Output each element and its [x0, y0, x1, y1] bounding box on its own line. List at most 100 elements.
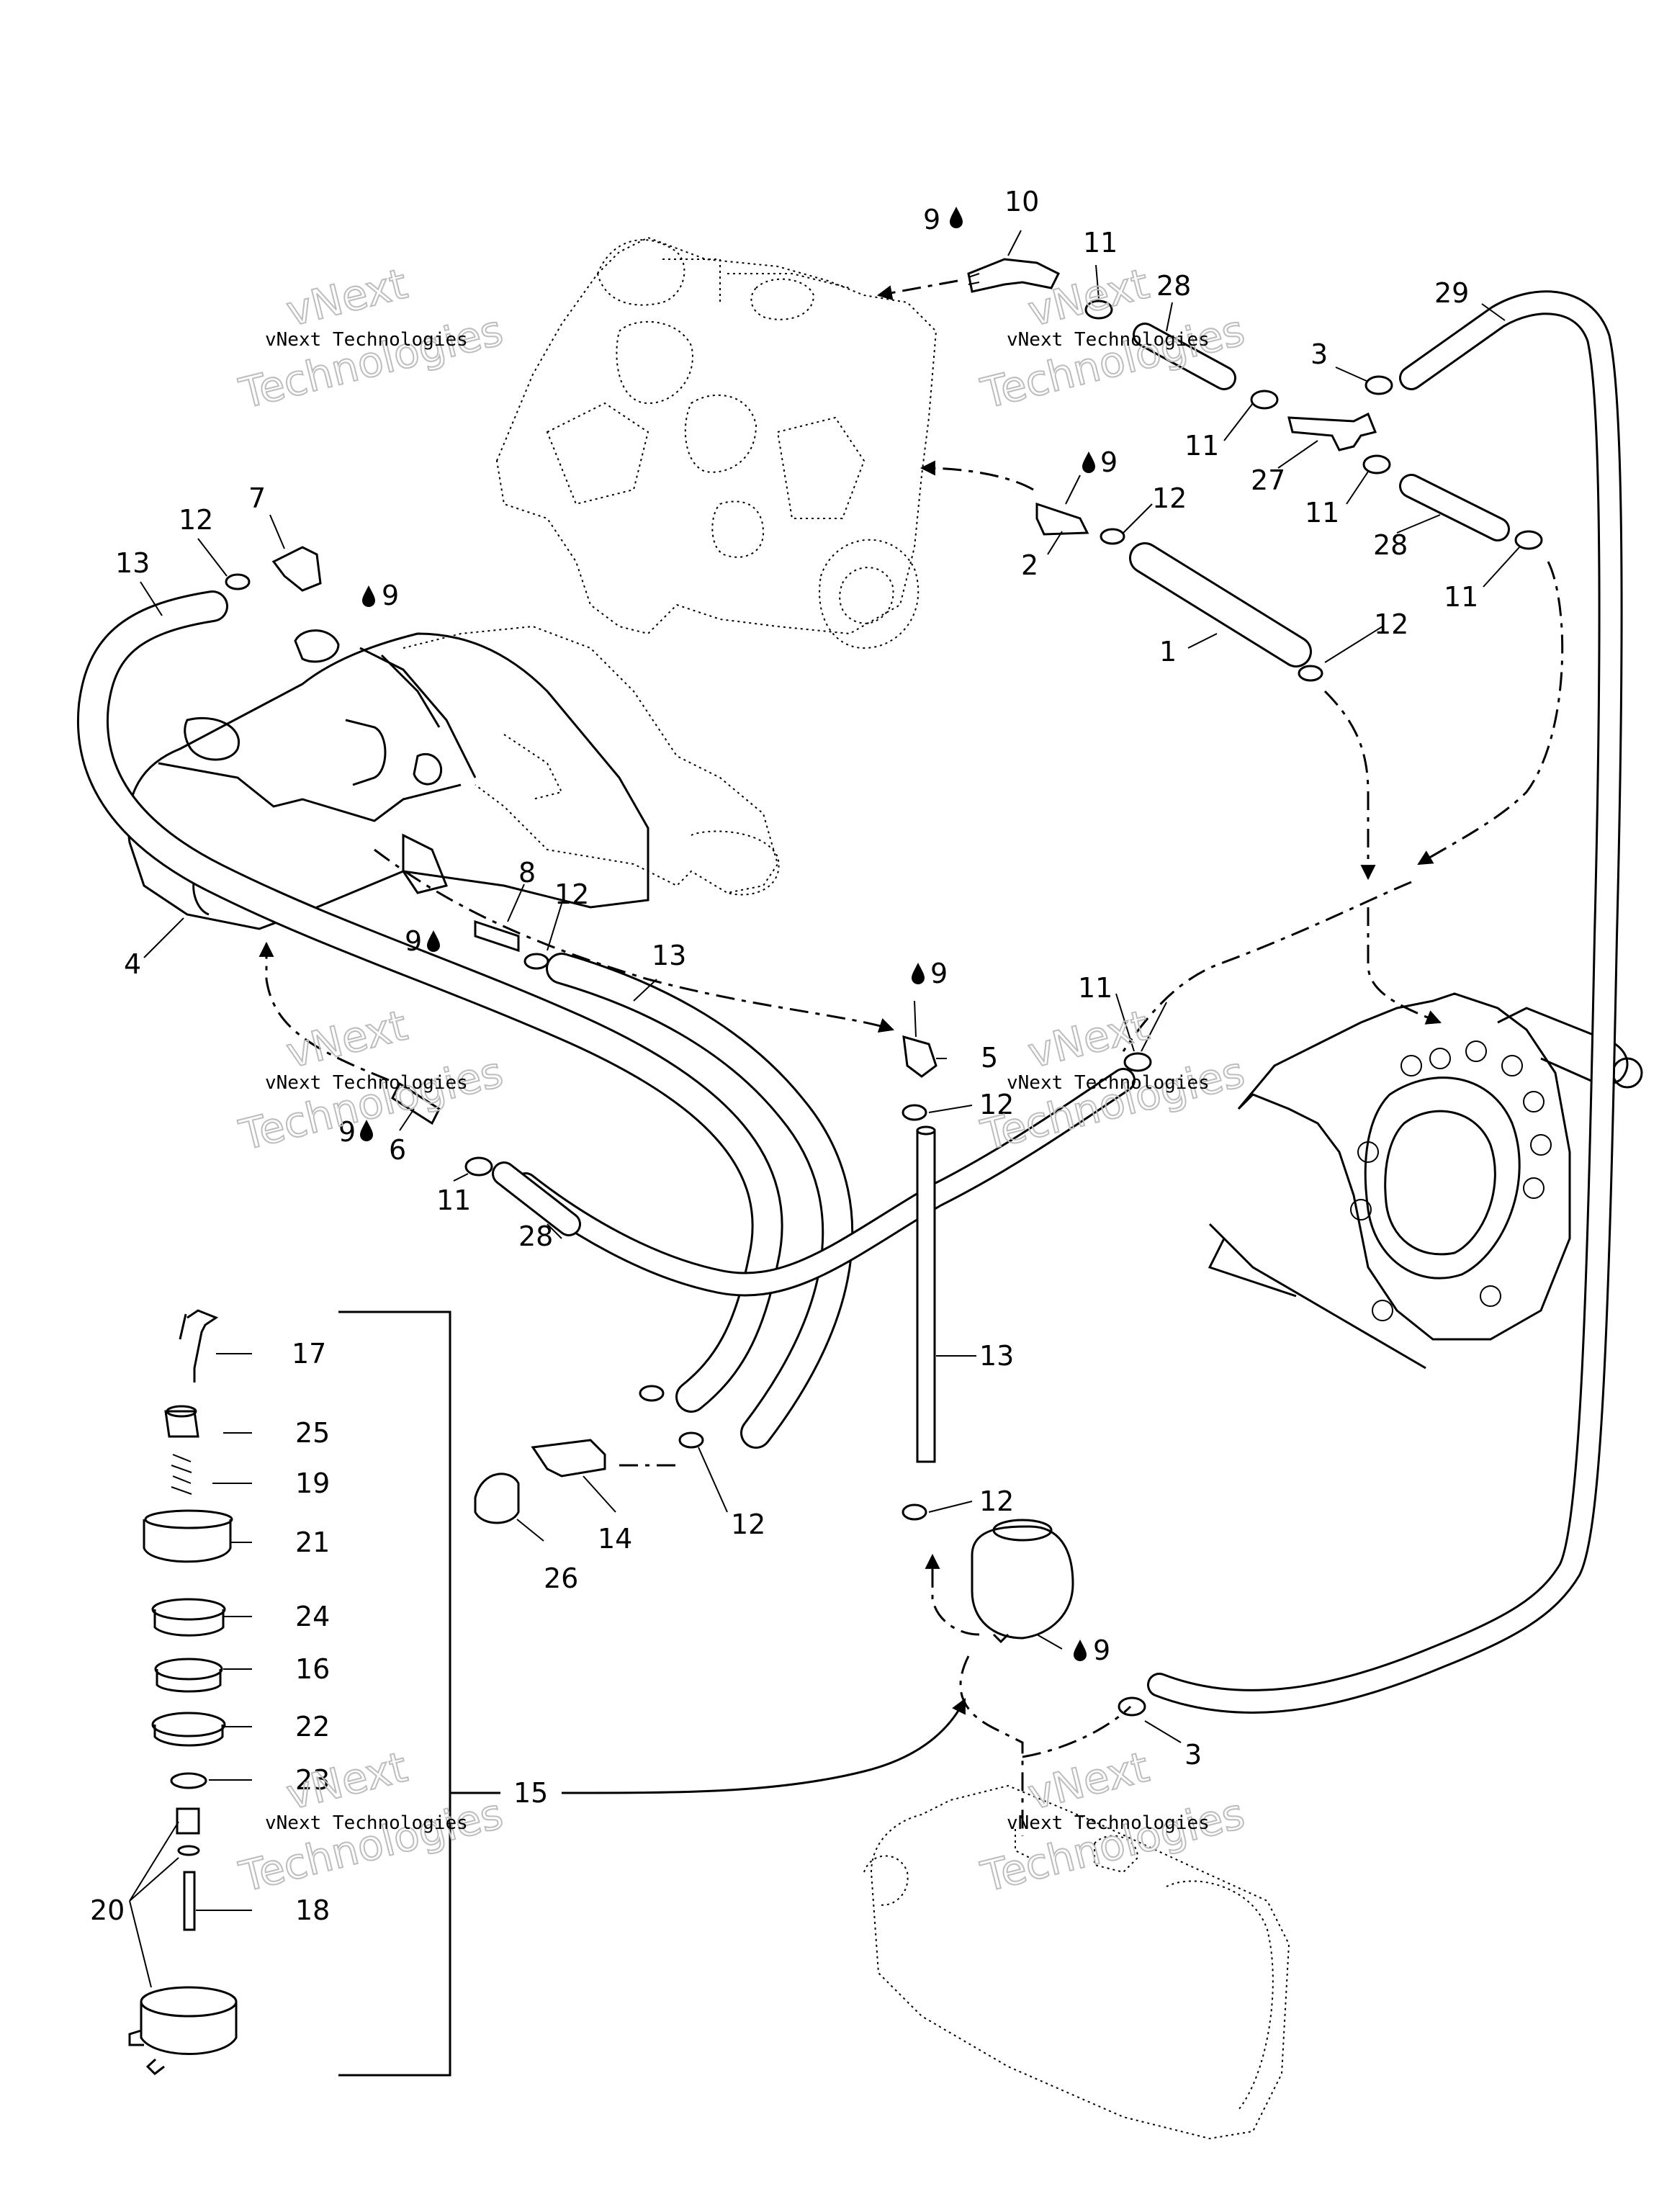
callout-18: 18	[295, 1894, 330, 1926]
watermark: vNext Technologies	[976, 1000, 1250, 1161]
callout-9f: 9	[338, 1116, 356, 1148]
fitting-7-elbow	[271, 546, 322, 592]
watermark-text: vNext Technologies	[265, 1072, 468, 1094]
callout-14: 14	[598, 1523, 632, 1555]
callout-9a: 9	[923, 204, 940, 235]
callout-25: 25	[295, 1417, 330, 1449]
watermark-brand: vNext	[282, 259, 412, 336]
watermark-brand: vNext	[282, 1743, 412, 1820]
flow-lines	[258, 279, 1564, 1836]
oil-drop-icon	[950, 207, 963, 228]
callout-24: 24	[295, 1601, 330, 1632]
callout-29: 29	[1434, 277, 1469, 309]
oil-drop-icon	[427, 930, 440, 952]
watermark-text: vNext Technologies	[1007, 329, 1210, 351]
callout-15: 15	[513, 1777, 548, 1809]
callout-7: 7	[248, 482, 266, 514]
callout-12g: 12	[979, 1485, 1014, 1517]
watermark-text: vNext Technologies	[1007, 1812, 1210, 1834]
fitting-27-tee	[1287, 412, 1377, 451]
hose-13-long	[77, 590, 783, 1413]
cap-26	[474, 1473, 520, 1524]
callout-12f: 12	[731, 1509, 765, 1540]
oil-drop-icon	[1074, 1640, 1087, 1661]
callout-6: 6	[389, 1134, 406, 1166]
callout-13a: 13	[115, 547, 150, 579]
callout-11a: 11	[1083, 227, 1118, 258]
hose-1	[1129, 542, 1312, 667]
watermark-company: Technologies	[976, 1789, 1249, 1901]
oil-drop-icon	[1082, 451, 1095, 473]
callout-3a: 3	[1310, 338, 1328, 370]
callout-9e: 9	[930, 958, 948, 989]
callout-20: 20	[90, 1894, 125, 1926]
watermark-company: Technologies	[976, 1047, 1249, 1159]
callout-2: 2	[1021, 549, 1038, 581]
watermark-brand: vNext	[1023, 259, 1154, 336]
callout-4: 4	[124, 948, 141, 980]
fitting-8	[474, 920, 520, 953]
callout-16: 16	[295, 1653, 330, 1685]
callout-9c: 9	[382, 580, 399, 611]
callout-1: 1	[1159, 636, 1177, 667]
callout-12d: 12	[554, 878, 589, 910]
bracket-15	[338, 1310, 500, 2077]
watermark-company: Technologies	[235, 1789, 508, 1901]
jet-pump-adapter	[1208, 992, 1643, 1370]
callout-labels: 10 9 11 28 29 3 11 27 11 28 11 9 12 2 1 …	[90, 186, 1478, 1926]
callout-27: 27	[1251, 464, 1285, 496]
water-box-muffler	[863, 1784, 1290, 2140]
hose-13-vertical	[916, 1125, 936, 1463]
callout-12e: 12	[979, 1089, 1014, 1120]
hose-28-right	[1399, 474, 1510, 541]
fitting-5-elbow	[902, 1035, 938, 1078]
fitting-10-elbow	[967, 258, 1061, 293]
callout-12c: 12	[179, 504, 213, 536]
check-valve-assembly	[971, 1519, 1074, 1644]
callout-26: 26	[544, 1563, 578, 1594]
exhaust-manifold	[127, 629, 649, 930]
watermark-text: vNext Technologies	[265, 1812, 468, 1834]
watermark-brand: vNext	[1023, 1743, 1154, 1820]
watermark-brand: vNext	[282, 1001, 412, 1078]
watermark-text: vNext Technologies	[265, 329, 468, 351]
hose-28-left	[492, 1161, 581, 1236]
hose-13-middle	[546, 953, 854, 1449]
engine-outline	[495, 236, 938, 649]
hose-28-lower	[513, 1068, 1136, 1297]
callout-13c: 13	[979, 1340, 1014, 1372]
oil-drop-icon	[912, 963, 925, 984]
watermark-company: Technologies	[976, 305, 1249, 418]
oil-drop-icon	[362, 585, 375, 607]
callout-5: 5	[981, 1042, 998, 1074]
valve-assembly-15	[128, 1309, 238, 2075]
watermark-text: vNext Technologies	[1007, 1072, 1210, 1094]
callout-11c: 11	[1305, 497, 1339, 529]
callout-8: 8	[518, 857, 536, 889]
watermark-brand: vNext	[1023, 1001, 1154, 1078]
callout-11e: 11	[1078, 972, 1112, 1004]
fitting-2	[1035, 502, 1089, 536]
hose-29	[1147, 290, 1623, 1714]
clamps	[225, 300, 1543, 1717]
callout-23: 23	[295, 1764, 330, 1796]
hose-28-upper	[1133, 323, 1236, 390]
watermark-company: Technologies	[235, 305, 508, 418]
fitting-6	[391, 1082, 441, 1125]
exhaust-pipe-dotted	[403, 625, 780, 896]
callout-11b: 11	[1184, 430, 1219, 462]
callout-19: 19	[295, 1467, 330, 1499]
callout-17: 17	[292, 1338, 326, 1370]
callout-9b: 9	[1100, 446, 1118, 478]
callout-11d: 11	[1444, 581, 1478, 613]
leader-15	[561, 1698, 966, 1794]
watermark-company: Technologies	[235, 1047, 508, 1159]
callout-12a: 12	[1152, 482, 1187, 514]
callout-9d: 9	[405, 925, 422, 957]
callout-13b: 13	[652, 940, 686, 971]
callout-28c: 28	[518, 1220, 553, 1252]
callout-28a: 28	[1156, 270, 1191, 302]
callout-28b: 28	[1373, 529, 1408, 561]
leader-lines	[129, 230, 1520, 1988]
